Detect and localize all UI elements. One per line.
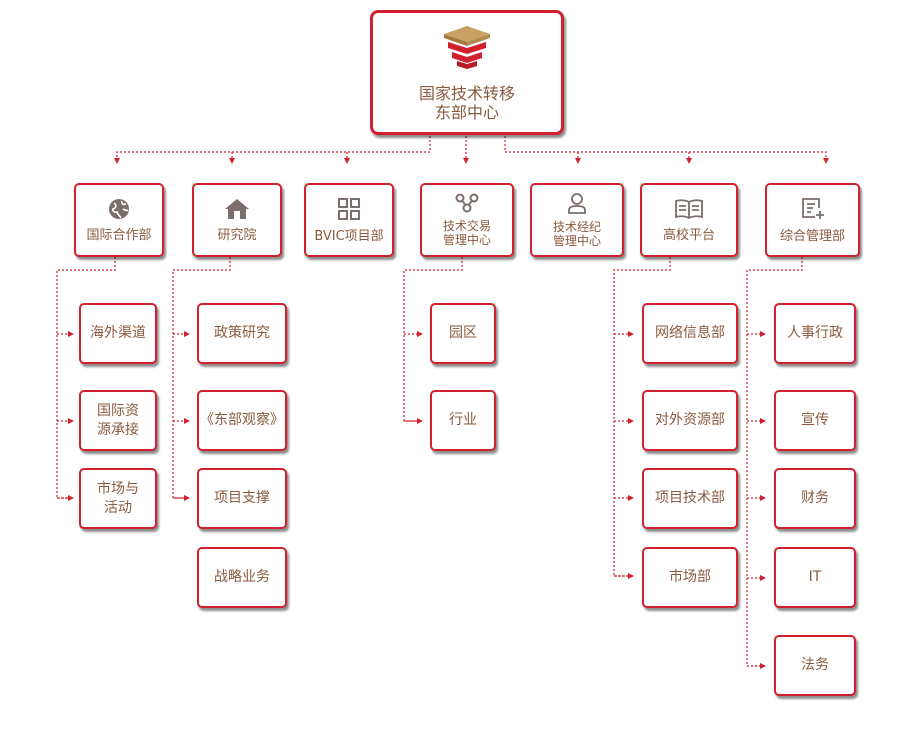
dept-label: 技术经纪 管理中心 bbox=[552, 220, 601, 248]
dept-international-cooperation: 国际合作部 bbox=[74, 183, 164, 257]
dept-label: 高校平台 bbox=[662, 227, 715, 243]
unit-marketing: 市场部 bbox=[642, 547, 738, 608]
unit-label: 战略业务 bbox=[214, 569, 270, 585]
unit-it: IT bbox=[774, 547, 856, 608]
unit-label: 《东部观察》 bbox=[200, 412, 284, 428]
house-icon bbox=[224, 198, 250, 224]
dept-research-institute: 研究院 bbox=[192, 183, 282, 257]
unit-label: 市场部 bbox=[669, 569, 711, 585]
unit-label: 项目技术部 bbox=[655, 490, 725, 506]
dept-label: 技术交易 管理中心 bbox=[442, 219, 491, 247]
unit-hr-admin: 人事行政 bbox=[774, 303, 856, 364]
unit-project-technology: 项目技术部 bbox=[642, 468, 738, 529]
root-title: 国家技术转移 东部中心 bbox=[418, 83, 515, 122]
unit-label: 网络信息部 bbox=[655, 325, 725, 341]
unit-label: 市场与 活动 bbox=[97, 480, 139, 516]
unit-park: 园区 bbox=[430, 303, 496, 364]
tiered-logo-icon bbox=[440, 24, 494, 74]
unit-east-observation: 《东部观察》 bbox=[197, 390, 287, 451]
unit-finance: 财务 bbox=[774, 468, 856, 529]
unit-legal: 法务 bbox=[774, 635, 856, 696]
unit-external-resources: 对外资源部 bbox=[642, 390, 738, 451]
unit-label: 海外渠道 bbox=[90, 325, 146, 341]
unit-policy-research: 政策研究 bbox=[197, 303, 287, 364]
document-plus-icon bbox=[800, 197, 826, 225]
unit-label: 法务 bbox=[801, 657, 829, 673]
unit-market-events: 市场与 活动 bbox=[79, 468, 157, 529]
share-network-icon bbox=[455, 193, 479, 217]
unit-label: 项目支撑 bbox=[214, 490, 270, 506]
unit-label: 人事行政 bbox=[787, 325, 843, 341]
unit-label: 对外资源部 bbox=[655, 412, 725, 428]
unit-label: IT bbox=[808, 569, 822, 585]
open-book-icon bbox=[674, 198, 704, 224]
unit-label: 行业 bbox=[449, 412, 477, 428]
unit-label: 宣传 bbox=[801, 412, 829, 428]
dept-university-platform: 高校平台 bbox=[640, 183, 738, 257]
unit-project-support: 项目支撑 bbox=[197, 468, 287, 529]
dept-label: 综合管理部 bbox=[779, 228, 845, 244]
dept-general-management: 综合管理部 bbox=[765, 183, 860, 257]
unit-label: 园区 bbox=[449, 325, 477, 341]
unit-industry: 行业 bbox=[430, 390, 496, 451]
unit-label: 国际资 源承接 bbox=[97, 402, 139, 438]
unit-international-resources: 国际资 源承接 bbox=[79, 390, 157, 451]
dept-bvic-projects: BVIC项目部 bbox=[304, 183, 394, 257]
dept-tech-broker-center: 技术经纪 管理中心 bbox=[530, 183, 624, 257]
root-node: 国家技术转移 东部中心 bbox=[370, 10, 564, 135]
unit-publicity: 宣传 bbox=[774, 390, 856, 451]
unit-strategic-business: 战略业务 bbox=[197, 547, 287, 608]
dept-label: 国际合作部 bbox=[86, 227, 152, 243]
dept-label: 研究院 bbox=[217, 227, 257, 243]
unit-label: 财务 bbox=[801, 490, 829, 506]
dept-tech-trade-center: 技术交易 管理中心 bbox=[420, 183, 514, 257]
dept-label: BVIC项目部 bbox=[314, 228, 384, 244]
globe-icon bbox=[108, 198, 130, 224]
person-icon bbox=[566, 192, 588, 218]
unit-network-info: 网络信息部 bbox=[642, 303, 738, 364]
unit-overseas-channels: 海外渠道 bbox=[79, 303, 157, 364]
unit-label: 政策研究 bbox=[214, 325, 270, 341]
grid-icon bbox=[337, 197, 361, 225]
